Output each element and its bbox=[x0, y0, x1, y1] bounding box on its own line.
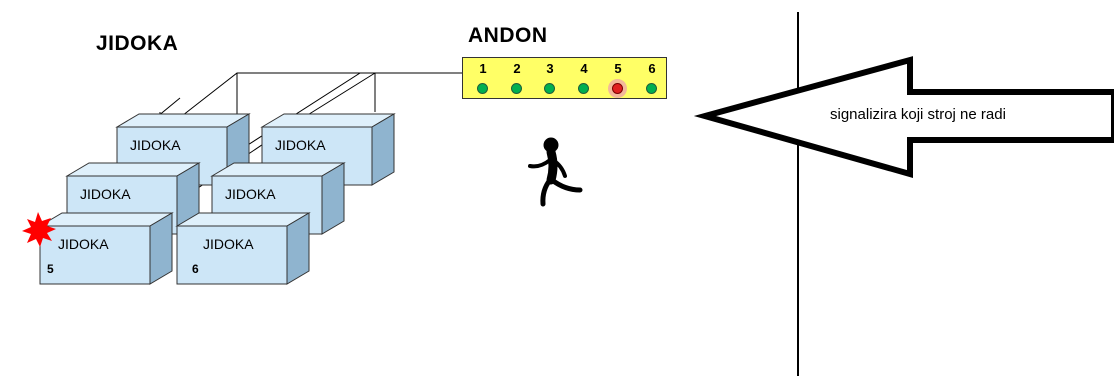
machine-5-number: 5 bbox=[47, 262, 54, 276]
machine-2-side bbox=[371, 113, 395, 186]
andon-station-4-label: 4 bbox=[580, 61, 588, 76]
andon-station-1-label: 1 bbox=[479, 61, 487, 76]
andon-lamp-3 bbox=[544, 83, 555, 94]
andon-lamp-4 bbox=[578, 83, 589, 94]
machine-4-label: JIDOKA bbox=[225, 186, 276, 202]
andon-station-2-label: 2 bbox=[513, 61, 521, 76]
machine-4-side bbox=[321, 162, 345, 235]
machine-6-number: 6 bbox=[192, 262, 199, 276]
machine-6-label: JIDOKA bbox=[203, 236, 254, 252]
machine-3-top bbox=[65, 162, 201, 177]
machine-4-top bbox=[210, 162, 346, 177]
signal-arrow bbox=[693, 56, 1114, 178]
andon-station-5-label: 5 bbox=[614, 61, 622, 76]
machine-5-top bbox=[38, 212, 174, 227]
andon-lamp-2 bbox=[511, 83, 522, 94]
machine-6-face bbox=[176, 225, 288, 285]
andon-station-3-label: 3 bbox=[546, 61, 554, 76]
arrow-caption: signalizira koji stroj ne radi bbox=[830, 106, 1006, 123]
andon-lamp-5-alert bbox=[612, 83, 623, 94]
andon-title: ANDON bbox=[468, 24, 548, 47]
machine-1-label: JIDOKA bbox=[130, 137, 181, 153]
andon-board: 1 2 3 4 5 6 bbox=[462, 57, 667, 99]
machine-5-label: JIDOKA bbox=[58, 236, 109, 252]
andon-lamp-1 bbox=[477, 83, 488, 94]
andon-lamp-6 bbox=[646, 83, 657, 94]
andon-station-6-label: 6 bbox=[648, 61, 656, 76]
machine-6-side bbox=[286, 212, 310, 285]
machine-6-top bbox=[175, 212, 311, 227]
machine-boxes bbox=[38, 113, 396, 285]
machine-2-top bbox=[260, 113, 396, 128]
machine-5-face bbox=[39, 225, 151, 285]
machine-5-box bbox=[38, 212, 174, 285]
fault-burst-icon bbox=[22, 212, 56, 247]
machine-2-label: JIDOKA bbox=[275, 137, 326, 153]
jidoka-title: JIDOKA bbox=[96, 32, 179, 55]
machine-1-top bbox=[115, 113, 251, 128]
walking-operator-icon bbox=[528, 137, 583, 207]
machine-3-label: JIDOKA bbox=[80, 186, 131, 202]
machine-6-box bbox=[175, 212, 311, 285]
machine-5-side bbox=[149, 212, 173, 285]
